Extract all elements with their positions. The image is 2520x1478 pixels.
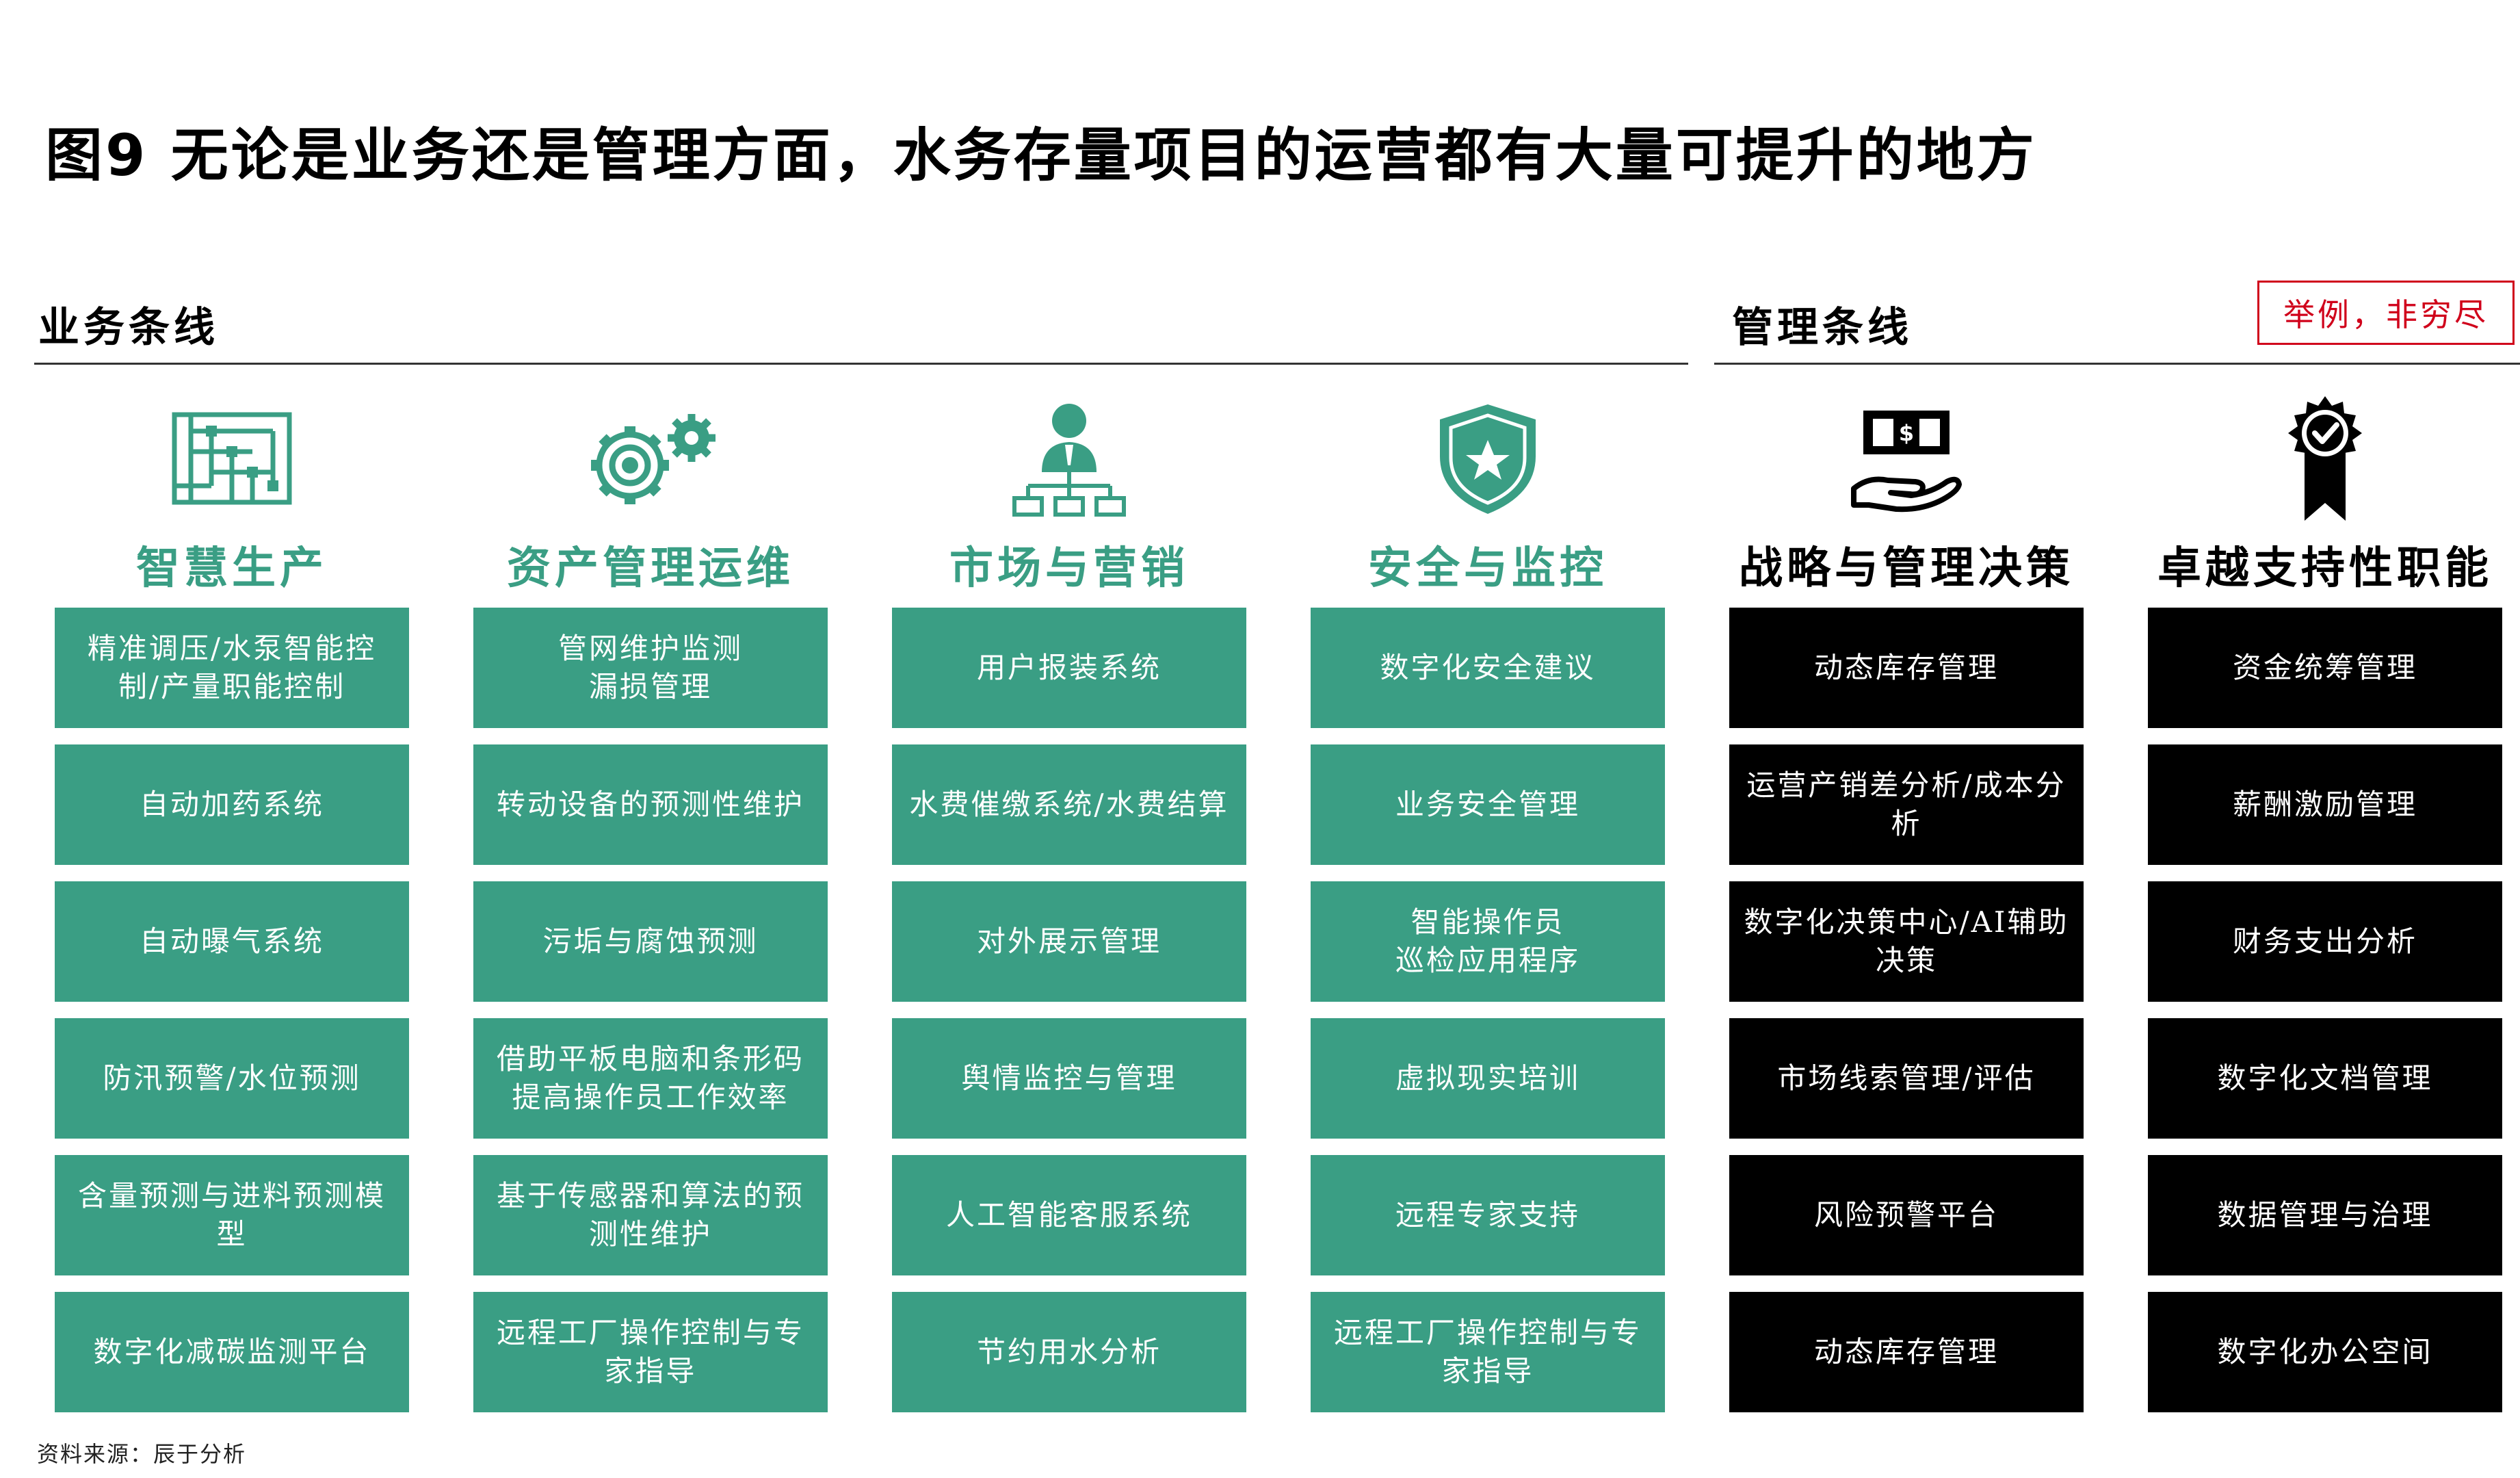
item-box: 借助平板电脑和条形码提高操作员工作效率	[473, 1018, 828, 1139]
item-box: 含量预测与进料预测模型	[55, 1155, 409, 1275]
item-box: 数字化减碳监测平台	[55, 1292, 409, 1412]
item-text: 数字化安全建议	[1380, 651, 1596, 684]
item-text: 数据管理与治理	[2217, 1198, 2433, 1232]
item-text: 污垢与腐蚀预测	[542, 924, 759, 958]
item-box: 数字化安全建议	[1311, 608, 1665, 728]
item-text: 用户报装系统	[976, 651, 1161, 684]
item-box: 数字化文档管理	[2148, 1018, 2502, 1139]
column-heading: 智慧生产	[136, 543, 328, 594]
item-text: 数字化文档管理	[2217, 1061, 2433, 1095]
item-text: 虚拟现实培训	[1395, 1061, 1580, 1095]
management-divider	[1714, 363, 2520, 365]
item-box: 防汛预警/水位预测	[55, 1018, 409, 1139]
item-text: 管网维护监测 漏损管理	[557, 632, 743, 703]
item-box: 远程专家支持	[1311, 1155, 1665, 1275]
item-text: 借助平板电脑和条形码提高操作员工作效率	[496, 1042, 804, 1114]
column-heading: 资产管理运维	[507, 543, 794, 594]
item-box: 转动设备的预测性维护	[473, 744, 828, 865]
item-box: 对外展示管理	[892, 881, 1246, 1002]
gears-icon	[473, 390, 828, 527]
item-text: 动态库存管理	[1813, 651, 1999, 684]
item-text: 对外展示管理	[976, 924, 1161, 958]
item-text: 资金统筹管理	[2232, 651, 2417, 684]
item-text: 水费催缴系统/水费结算	[909, 788, 1229, 821]
item-text: 市场线索管理/评估	[1777, 1061, 2036, 1095]
item-text: 数字化决策中心/AI辅助决策	[1744, 905, 2069, 977]
item-text: 运营产销差分析/成本分析	[1746, 768, 2066, 840]
item-box: 资金统筹管理	[2148, 608, 2502, 728]
item-box: 数字化决策中心/AI辅助决策	[1729, 881, 2084, 1002]
column-support-functions: 卓越支持性职能	[2148, 390, 2502, 602]
item-box: 动态库存管理	[1729, 1292, 2084, 1412]
item-box: 远程工厂操作控制与专家指导	[1311, 1292, 1665, 1412]
item-box: 财务支出分析	[2148, 881, 2502, 1002]
item-box: 数据管理与治理	[2148, 1155, 2502, 1275]
column-strategy-decision: $ 战略与管理决策	[1729, 390, 2084, 602]
org-chart-person-icon	[892, 390, 1246, 527]
item-box: 人工智能客服系统	[892, 1155, 1246, 1275]
item-box: 风险预警平台	[1729, 1155, 2084, 1275]
management-section-label: 管理条线	[1732, 304, 1913, 352]
item-text: 远程专家支持	[1395, 1198, 1580, 1232]
item-text: 转动设备的预测性维护	[496, 788, 804, 821]
item-box: 业务安全管理	[1311, 744, 1665, 865]
item-box: 远程工厂操作控制与专家指导	[473, 1292, 828, 1412]
item-box: 动态库存管理	[1729, 608, 2084, 728]
item-box: 舆情监控与管理	[892, 1018, 1246, 1139]
item-text: 数字化办公空间	[2217, 1335, 2433, 1369]
column-smart-production: 智慧生产	[55, 390, 409, 602]
column-safety-monitoring: 安全与监控	[1311, 390, 1665, 602]
item-box: 市场线索管理/评估	[1729, 1018, 2084, 1139]
item-box: 水费催缴系统/水费结算	[892, 744, 1246, 865]
item-box: 数字化办公空间	[2148, 1292, 2502, 1412]
item-box: 智能操作员 巡检应用程序	[1311, 881, 1665, 1002]
item-box: 运营产销差分析/成本分析	[1729, 744, 2084, 865]
item-box: 节约用水分析	[892, 1292, 1246, 1412]
item-text: 远程工厂操作控制与专家指导	[1333, 1316, 1642, 1388]
money-hand-icon: $	[1729, 390, 2084, 527]
item-text: 薪酬激励管理	[2232, 788, 2417, 821]
item-text: 自动曝气系统	[139, 924, 324, 958]
award-badge-icon	[2148, 390, 2502, 527]
item-text: 基于传感器和算法的预测性维护	[496, 1179, 804, 1251]
source-note: 资料来源：辰于分析	[37, 1441, 247, 1467]
item-text: 数字化减碳监测平台	[93, 1335, 371, 1369]
column-heading: 战略与管理决策	[1739, 543, 2074, 594]
page-title: 图9 无论是业务还是管理方面，水务存量项目的运营都有大量可提升的地方	[45, 122, 2037, 189]
item-box: 用户报装系统	[892, 608, 1246, 728]
svg-text:$: $	[1899, 420, 1914, 446]
item-text: 业务安全管理	[1395, 788, 1580, 821]
shield-star-icon	[1311, 390, 1665, 527]
column-heading: 卓越支持性职能	[2157, 543, 2493, 594]
column-heading: 安全与监控	[1368, 543, 1607, 594]
item-box: 自动加药系统	[55, 744, 409, 865]
item-text: 防汛预警/水位预测	[103, 1061, 361, 1095]
item-text: 风险预警平台	[1813, 1198, 1999, 1232]
item-text: 远程工厂操作控制与专家指导	[496, 1316, 804, 1388]
business-divider	[34, 363, 1688, 365]
item-text: 人工智能客服系统	[945, 1198, 1192, 1232]
item-box: 管网维护监测 漏损管理	[473, 608, 828, 728]
column-market-sales: 市场与营销	[892, 390, 1246, 602]
item-box: 污垢与腐蚀预测	[473, 881, 828, 1002]
column-asset-management: 资产管理运维	[473, 390, 828, 602]
item-text: 含量预测与进料预测模型	[77, 1179, 386, 1251]
item-text: 节约用水分析	[976, 1335, 1161, 1369]
circuit-board-icon	[55, 390, 409, 527]
item-text: 精准调压/水泵智能控制/产量职能控制	[87, 632, 377, 703]
item-box: 精准调压/水泵智能控制/产量职能控制	[55, 608, 409, 728]
example-note: 举例，非穷尽	[2257, 281, 2515, 345]
item-text: 财务支出分析	[2232, 924, 2417, 958]
item-box: 虚拟现实培训	[1311, 1018, 1665, 1139]
item-box: 自动曝气系统	[55, 881, 409, 1002]
business-section-label: 业务条线	[38, 304, 219, 352]
item-text: 舆情监控与管理	[961, 1061, 1177, 1095]
column-heading: 市场与营销	[949, 543, 1189, 594]
item-text: 智能操作员 巡检应用程序	[1395, 905, 1580, 977]
item-box: 基于传感器和算法的预测性维护	[473, 1155, 828, 1275]
item-box: 薪酬激励管理	[2148, 744, 2502, 865]
item-text: 动态库存管理	[1813, 1335, 1999, 1369]
item-text: 自动加药系统	[139, 788, 324, 821]
